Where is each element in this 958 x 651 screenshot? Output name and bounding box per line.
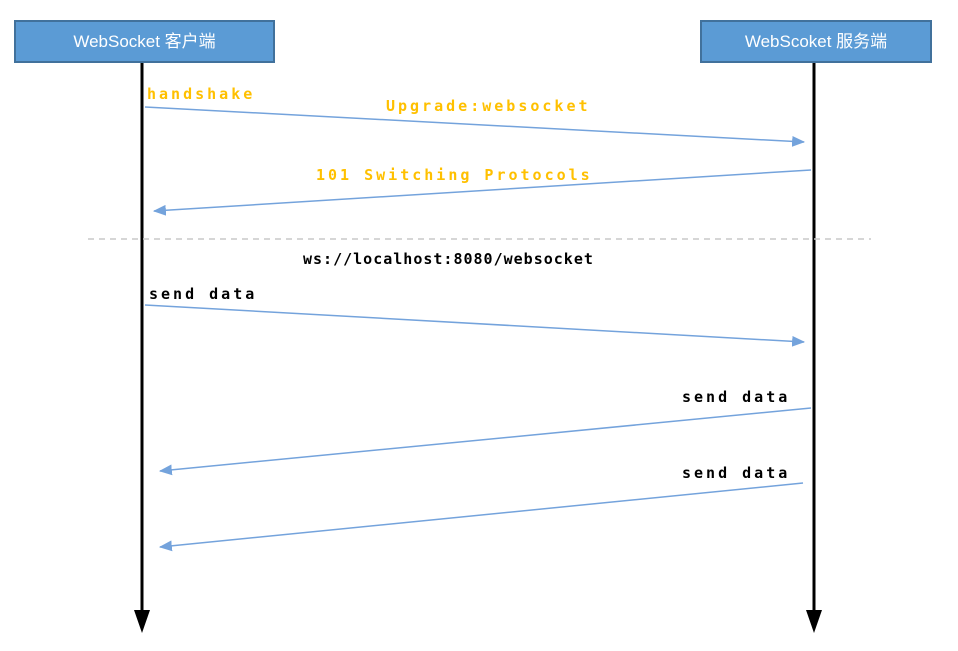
arrow-send-data-3	[158, 482, 804, 552]
arrow-switching-protocols-response	[152, 169, 812, 216]
message-label-send-data-1: send data	[149, 285, 258, 303]
client-lifeline-arrowhead-icon	[134, 610, 150, 633]
message-label-websocket-url: ws://localhost:8080/websocket	[303, 250, 594, 268]
arrow-send-data-1	[144, 304, 806, 347]
server-lifeline-arrowhead-icon	[806, 610, 822, 633]
message-label-handshake: handshake	[147, 85, 256, 103]
arrow-upgrade-request	[144, 106, 806, 147]
message-label-send-data-2: send data	[682, 388, 791, 406]
message-label-send-data-3: send data	[682, 464, 791, 482]
arrow-send-data-2	[158, 407, 812, 476]
actor-box-server: WebScoket 服务端	[700, 20, 932, 63]
message-label-upgrade-websocket: Upgrade:websocket	[386, 97, 591, 115]
message-label-101-switching-protocols: 101 Switching Protocols	[316, 166, 593, 184]
actor-box-client: WebSocket 客户端	[14, 20, 275, 63]
